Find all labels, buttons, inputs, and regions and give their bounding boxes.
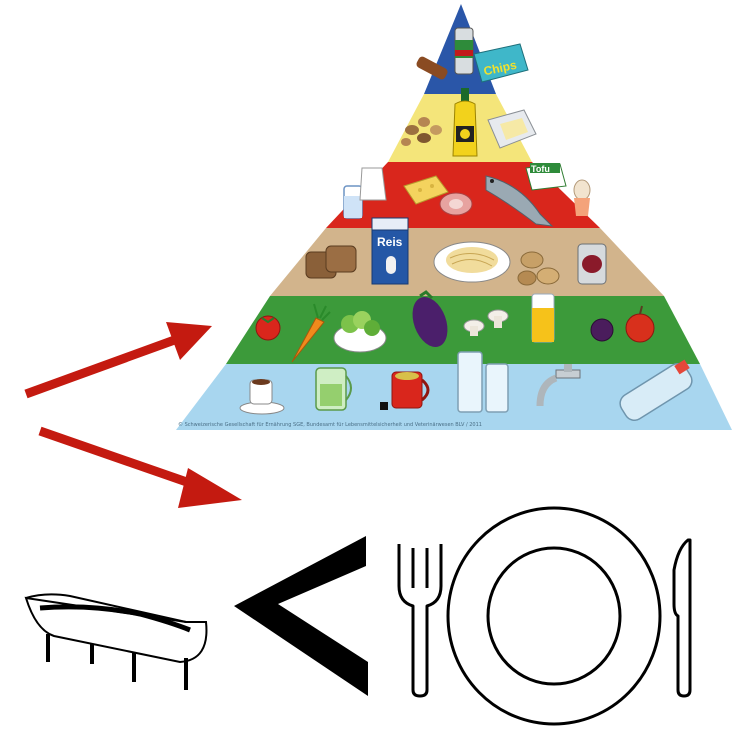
milk-jug-icon (359, 167, 387, 201)
milk-glass-icon (343, 185, 363, 219)
pyramid-tier-drinks (176, 364, 732, 430)
carrot-icon (291, 303, 331, 363)
egg-icon (573, 179, 591, 216)
plum-icon (590, 318, 614, 342)
water-bottle-icon (619, 359, 693, 421)
spaghetti-plate-icon (433, 241, 511, 283)
chips-label: Chips (482, 58, 518, 79)
feeding-trough-icon (24, 593, 208, 690)
meat-icon (439, 192, 473, 216)
faucet-icon (536, 364, 581, 407)
chocolate-bar-icon (416, 56, 448, 80)
rice-box-icon: Reis (371, 217, 409, 285)
tomato-icon (255, 315, 281, 341)
salad-bowl-icon (333, 311, 387, 353)
arrow-to-plate (38, 426, 242, 508)
butter-icon (487, 109, 537, 149)
water-glasses-icon (457, 351, 509, 413)
less-than-symbol (234, 536, 368, 696)
bread-icon (305, 245, 357, 279)
apple-icon (625, 305, 655, 343)
cheese-icon (403, 175, 449, 205)
pyramid-credit: © Schweizerische Gesellschaft für Ernähr… (178, 421, 482, 428)
oil-bottle-icon (452, 88, 478, 157)
red-tea-mug-icon (380, 371, 430, 410)
juice-glass-icon (531, 293, 555, 343)
potatoes-icon (517, 251, 560, 286)
fork-icon (397, 544, 443, 698)
fish-icon (485, 175, 554, 227)
plate-icon (446, 506, 662, 726)
mushrooms-icon (463, 309, 509, 336)
chips-bag-icon: Chips (473, 43, 529, 83)
green-tea-mug-icon (315, 367, 352, 411)
nuts-icon (401, 117, 442, 146)
bean-can-icon (577, 243, 607, 285)
food-pyramid: Chips (176, 4, 732, 430)
arrow-to-pyramid (24, 322, 212, 399)
knife-icon (672, 538, 692, 698)
eggplant-icon (412, 290, 448, 348)
tofu-icon: Tofu (525, 163, 567, 191)
tofu-label: Tofu (531, 164, 550, 174)
coffee-cup-icon (239, 379, 285, 415)
soda-can-icon (454, 27, 474, 75)
reis-label: Reis (377, 235, 403, 249)
